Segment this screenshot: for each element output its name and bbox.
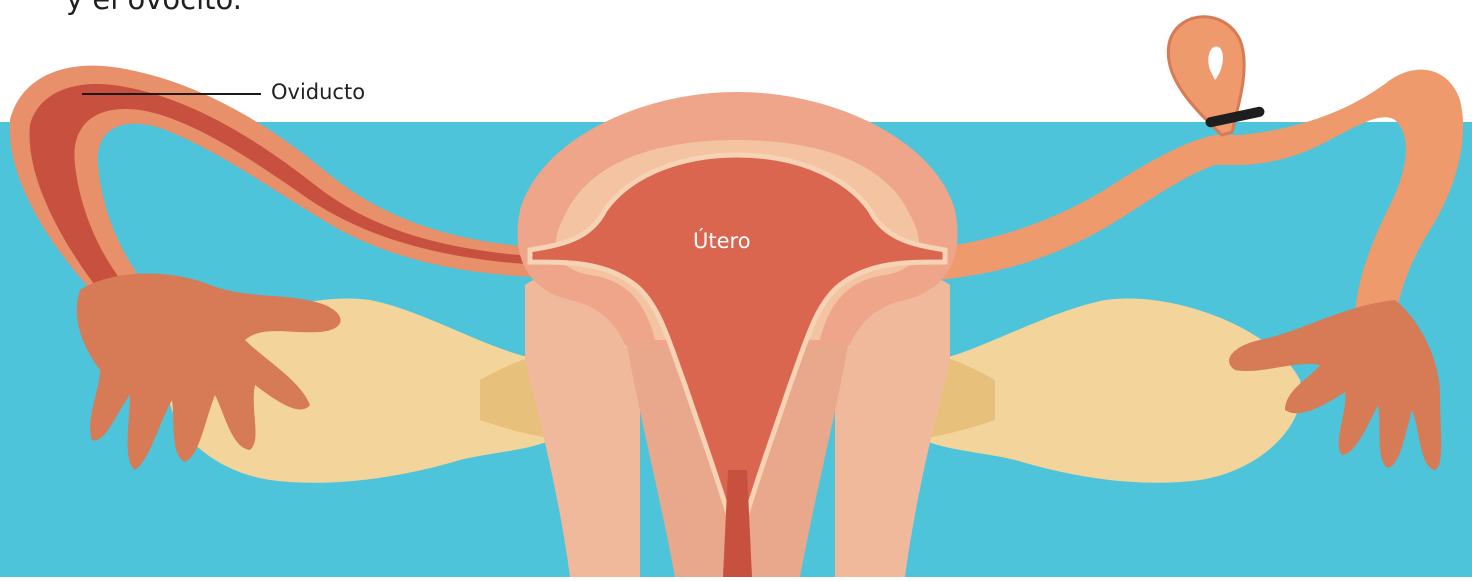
utero-label: Útero	[693, 229, 751, 253]
oviducto-label: Oviducto	[271, 80, 365, 104]
